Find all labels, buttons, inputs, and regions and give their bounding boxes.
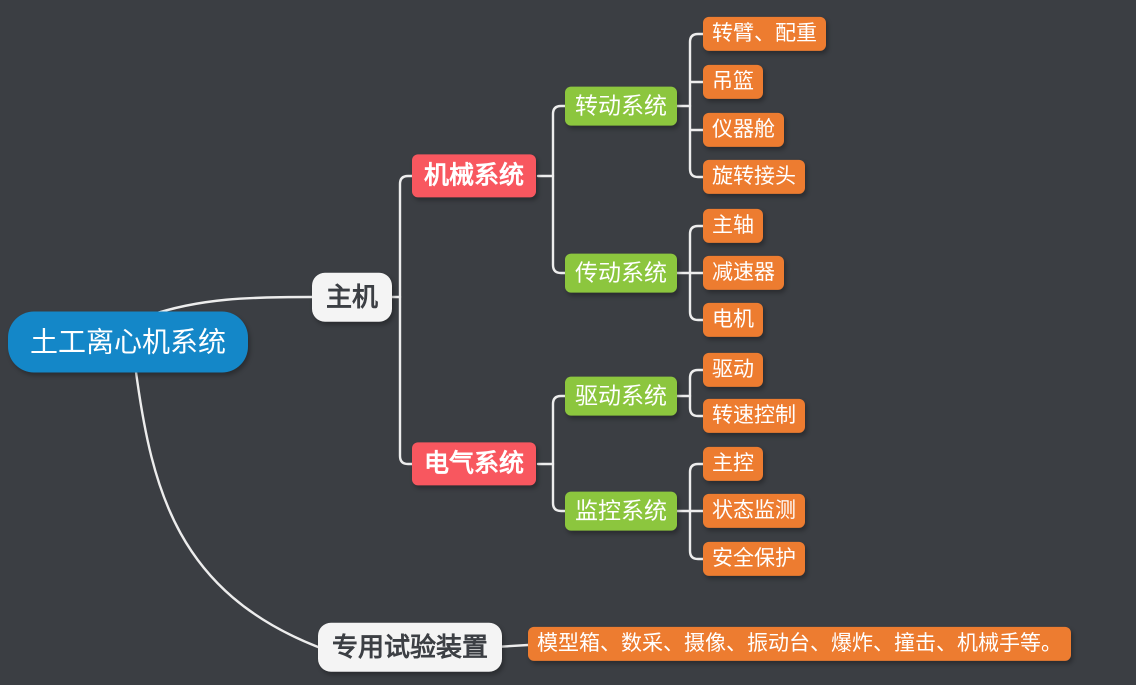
node-rotating-arm-counterweight[interactable]: 转臂、配重	[703, 16, 826, 52]
node-status-monitoring[interactable]: 状态监测	[703, 493, 805, 529]
node-host[interactable]: 主机	[312, 272, 393, 322]
node-main-control[interactable]: 主控	[703, 446, 763, 482]
connector-rotation-branch	[688, 32, 705, 179]
node-monitoring-system[interactable]: 监控系统	[565, 491, 677, 531]
node-main-shaft[interactable]: 主轴	[703, 208, 763, 244]
connector-root-to-special-test-device	[134, 370, 320, 649]
node-rotation-system[interactable]: 转动系统	[565, 86, 677, 126]
node-special-test-device-list[interactable]: 模型箱、数采、摄像、振动台、爆炸、撞击、机械手等。	[528, 626, 1071, 662]
node-drive[interactable]: 驱动	[703, 352, 763, 388]
node-motor[interactable]: 电机	[703, 302, 763, 338]
connector-root-to-host	[146, 295, 314, 318]
connector-mechanical-branch	[551, 104, 567, 275]
node-reducer[interactable]: 减速器	[703, 255, 784, 291]
node-root[interactable]: 土工离心机系统	[8, 311, 249, 373]
node-electrical-system[interactable]: 电气系统	[412, 442, 537, 486]
connector-host-branch	[398, 174, 414, 466]
node-mechanical-system[interactable]: 机械系统	[412, 154, 537, 198]
node-instrument-cabin[interactable]: 仪器舱	[703, 112, 784, 148]
node-transmission-system[interactable]: 传动系统	[565, 253, 677, 293]
connector-monitoring-branch	[688, 462, 705, 561]
node-rotary-joint[interactable]: 旋转接头	[703, 159, 805, 195]
node-hanging-basket[interactable]: 吊篮	[703, 64, 763, 100]
node-drive-system[interactable]: 驱动系统	[565, 376, 677, 416]
connector-drive-branch	[688, 368, 705, 418]
node-safety-protection[interactable]: 安全保护	[703, 541, 805, 577]
connector-electrical-branch	[551, 394, 567, 513]
connector-transmission-branch	[688, 224, 705, 322]
node-speed-control[interactable]: 转速控制	[703, 398, 805, 434]
node-special-test-device[interactable]: 专用试验装置	[318, 622, 503, 672]
